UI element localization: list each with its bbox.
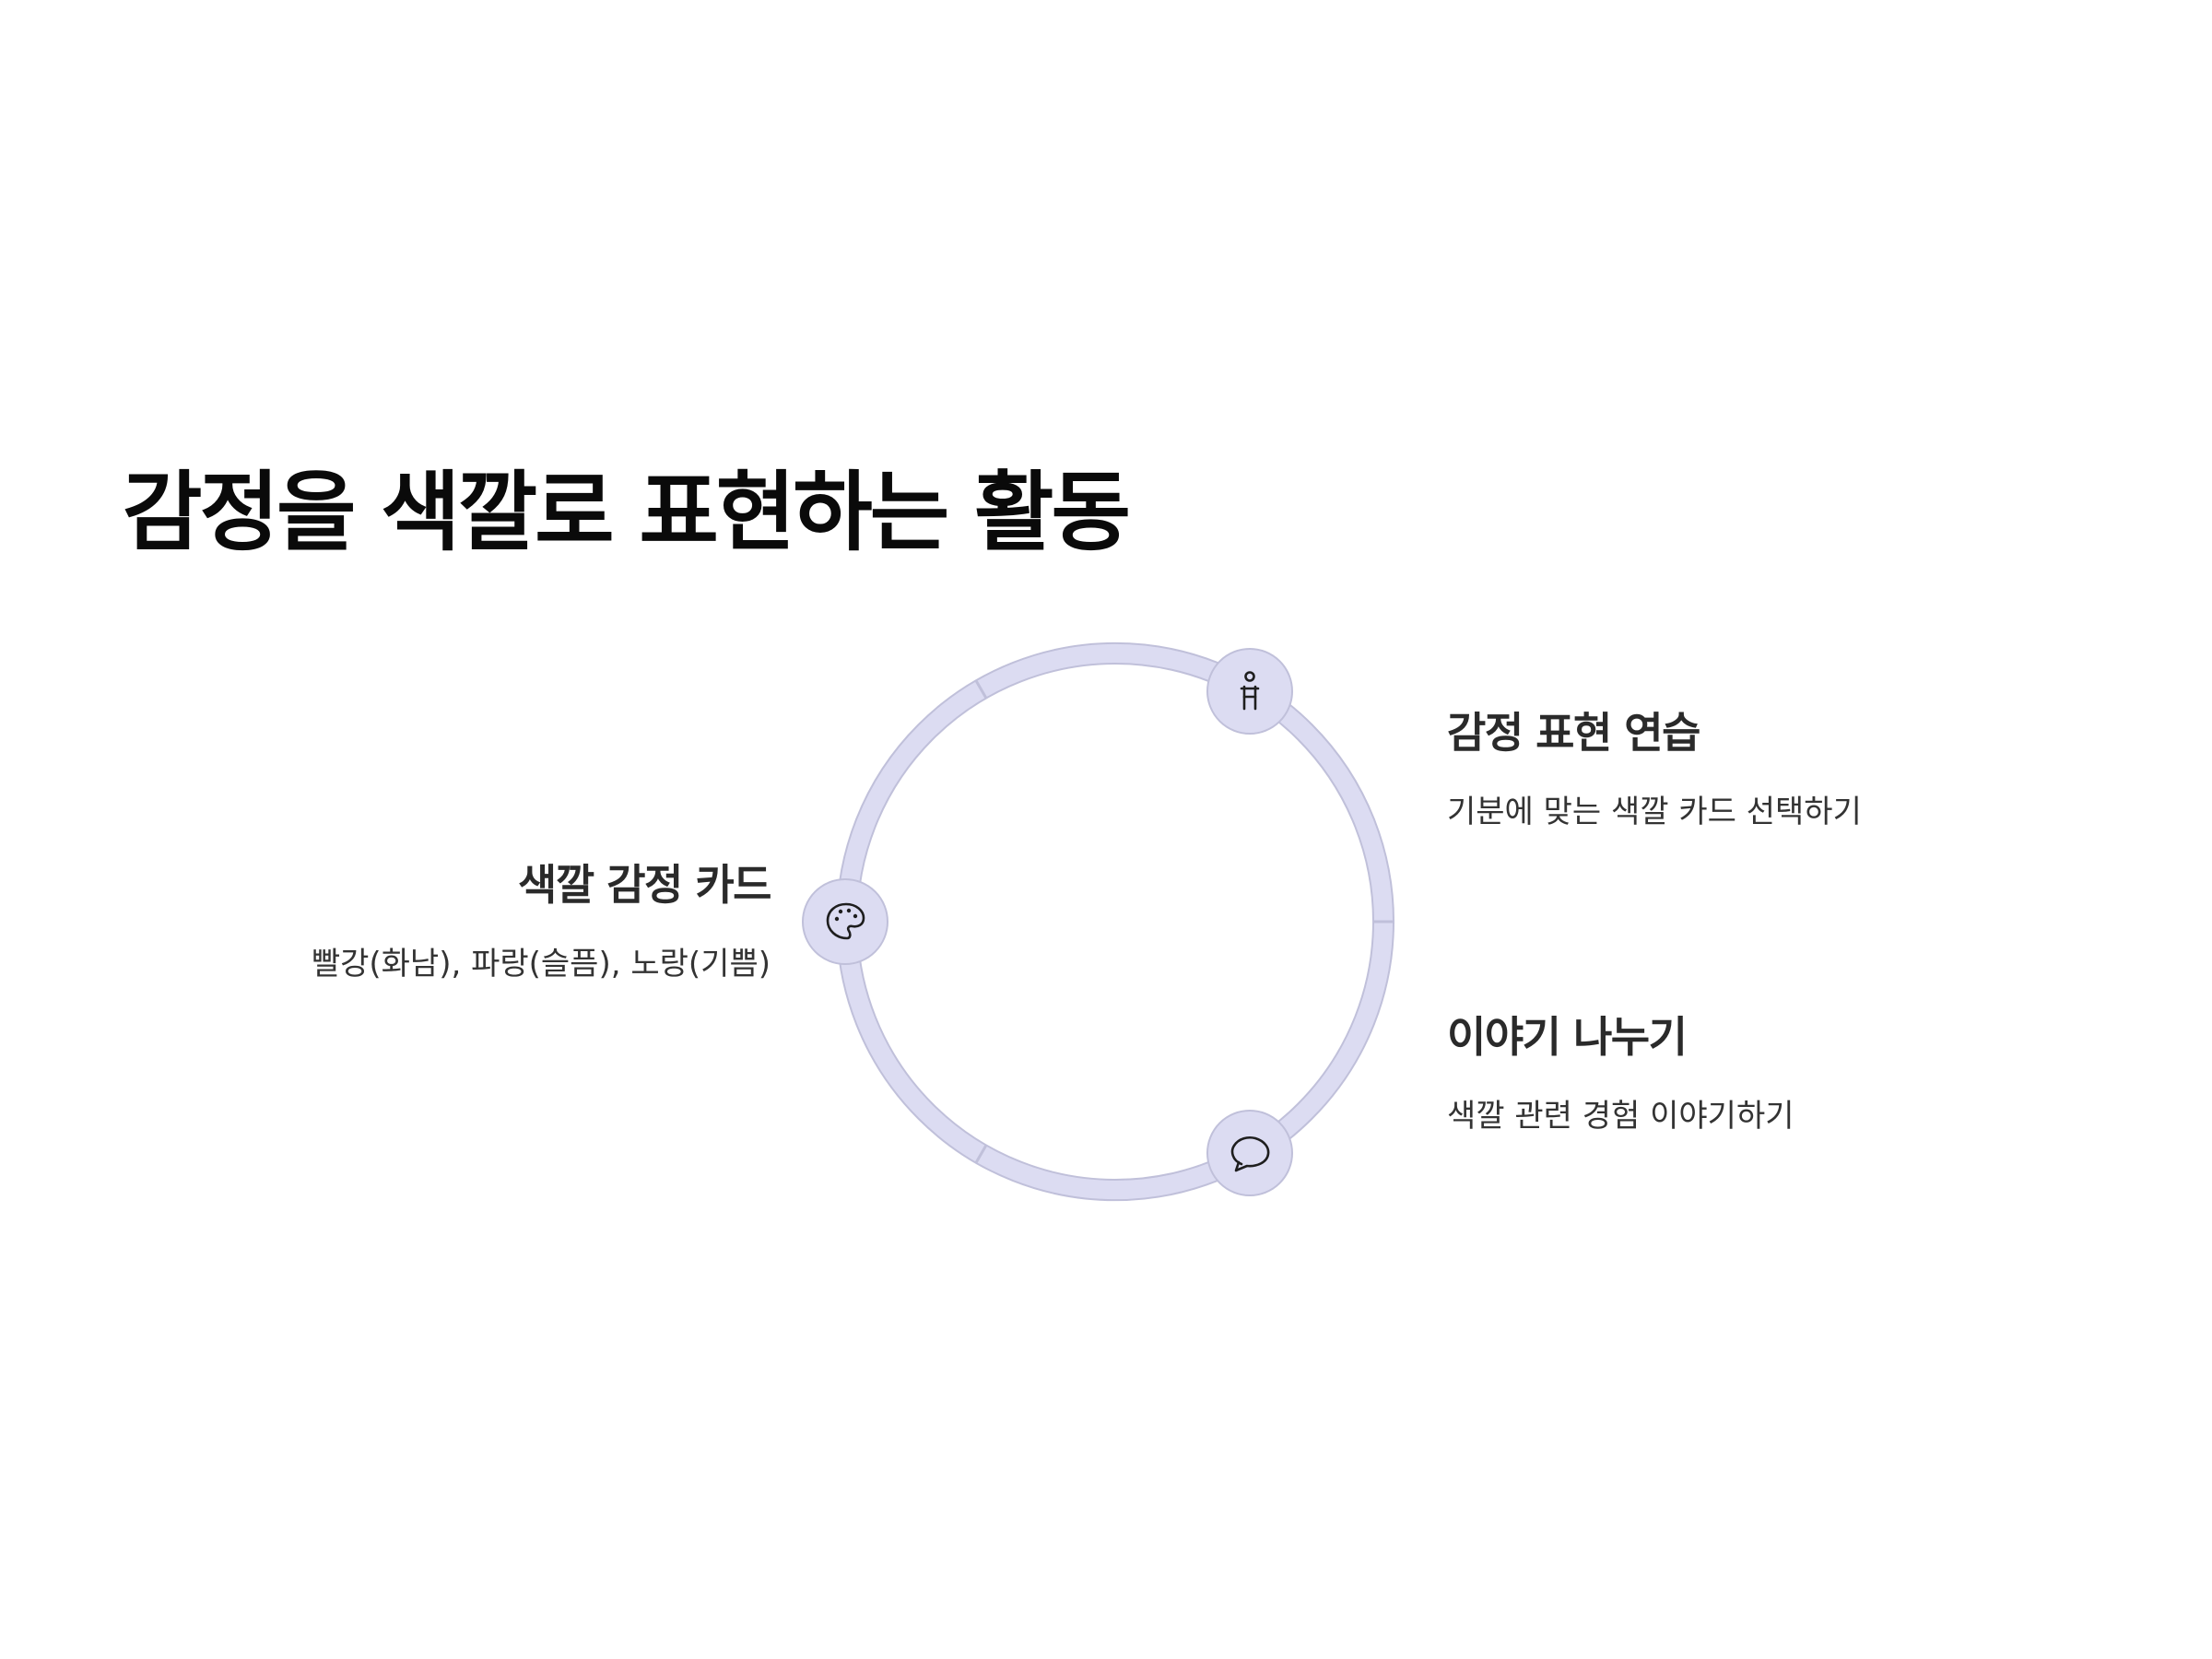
step-node-emotion-practice [1206,648,1293,735]
step-title: 색깔 감정 카드 [518,860,771,910]
step-description: 기분에 맞는 색깔 카드 선택하기 [1447,794,1862,831]
step-description: 색깔 관련 경험 이야기하기 [1447,1098,1794,1135]
person-icon [1240,671,1260,711]
ring-separator [974,1144,988,1164]
cycle-ring [835,642,1395,1201]
step-title: 감정 표현 연습 [1447,708,1700,758]
step-label-emotion-practice: 감정 표현 연습 기분에 맞는 색깔 카드 선택하기 [1447,708,2037,831]
page-title: 감정을 색깔로 표현하는 활동 [123,463,1131,563]
palette-icon [826,902,865,940]
step-label-color-cards: 색깔 감정 카드 빨강(화남), 파랑(슬픔), 노랑(기쁨) [181,860,772,983]
ring-separator [974,679,988,700]
step-node-color-cards [802,878,888,965]
step-node-sharing-stories [1206,1110,1293,1196]
step-label-sharing-stories: 이야기 나누기 색깔 관련 경험 이야기하기 [1447,1012,2037,1135]
speech-bubble-icon [1230,1135,1270,1172]
step-description: 빨강(화남), 파랑(슬픔), 노랑(기쁨) [311,946,771,983]
step-title: 이야기 나누기 [1447,1012,1688,1062]
